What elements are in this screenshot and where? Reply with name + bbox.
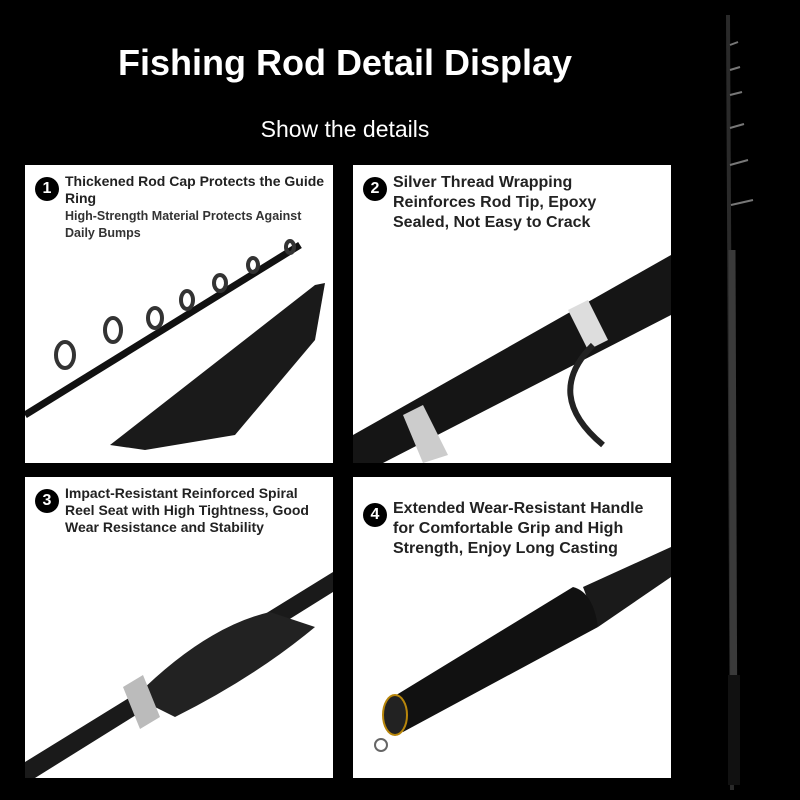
handle-photo	[374, 547, 671, 752]
page-title: Fishing Rod Detail Display	[117, 42, 573, 83]
step-number-badge: 4	[363, 503, 387, 527]
panel-title: Impact-Resistant Reinforced Spiral Reel …	[65, 485, 309, 535]
reel-seat-photo	[25, 572, 333, 778]
step-number-badge: 3	[35, 489, 59, 513]
detail-panel-thread-wrapping: 2 Silver Thread Wrapping Reinforces Rod …	[353, 165, 671, 463]
step-number-badge: 1	[35, 177, 59, 201]
panel-title: Extended Wear-Resistant Handle for Comfo…	[393, 500, 644, 557]
panel-subtitle: High-Strength Material Protects Against …	[65, 209, 302, 240]
rod-cap-photo	[25, 239, 325, 450]
thread-wrapping-photo	[353, 255, 671, 463]
step-number-badge: 2	[363, 177, 387, 201]
full-rod-image	[726, 14, 754, 791]
panel-title: Silver Thread Wrapping Reinforces Rod Ti…	[393, 174, 597, 231]
detail-panel-rod-cap: 1 Thickened Rod Cap Protects the Guide R…	[25, 165, 333, 463]
panel-title: Thickened Rod Cap Protects the Guide Rin…	[65, 173, 325, 206]
detail-panel-handle: 4 Extended Wear-Resistant Handle for Com…	[353, 477, 671, 778]
detail-panel-reel-seat: 3 Impact-Resistant Reinforced Spiral Ree…	[25, 477, 333, 778]
page-subtitle: Show the details	[260, 116, 430, 142]
